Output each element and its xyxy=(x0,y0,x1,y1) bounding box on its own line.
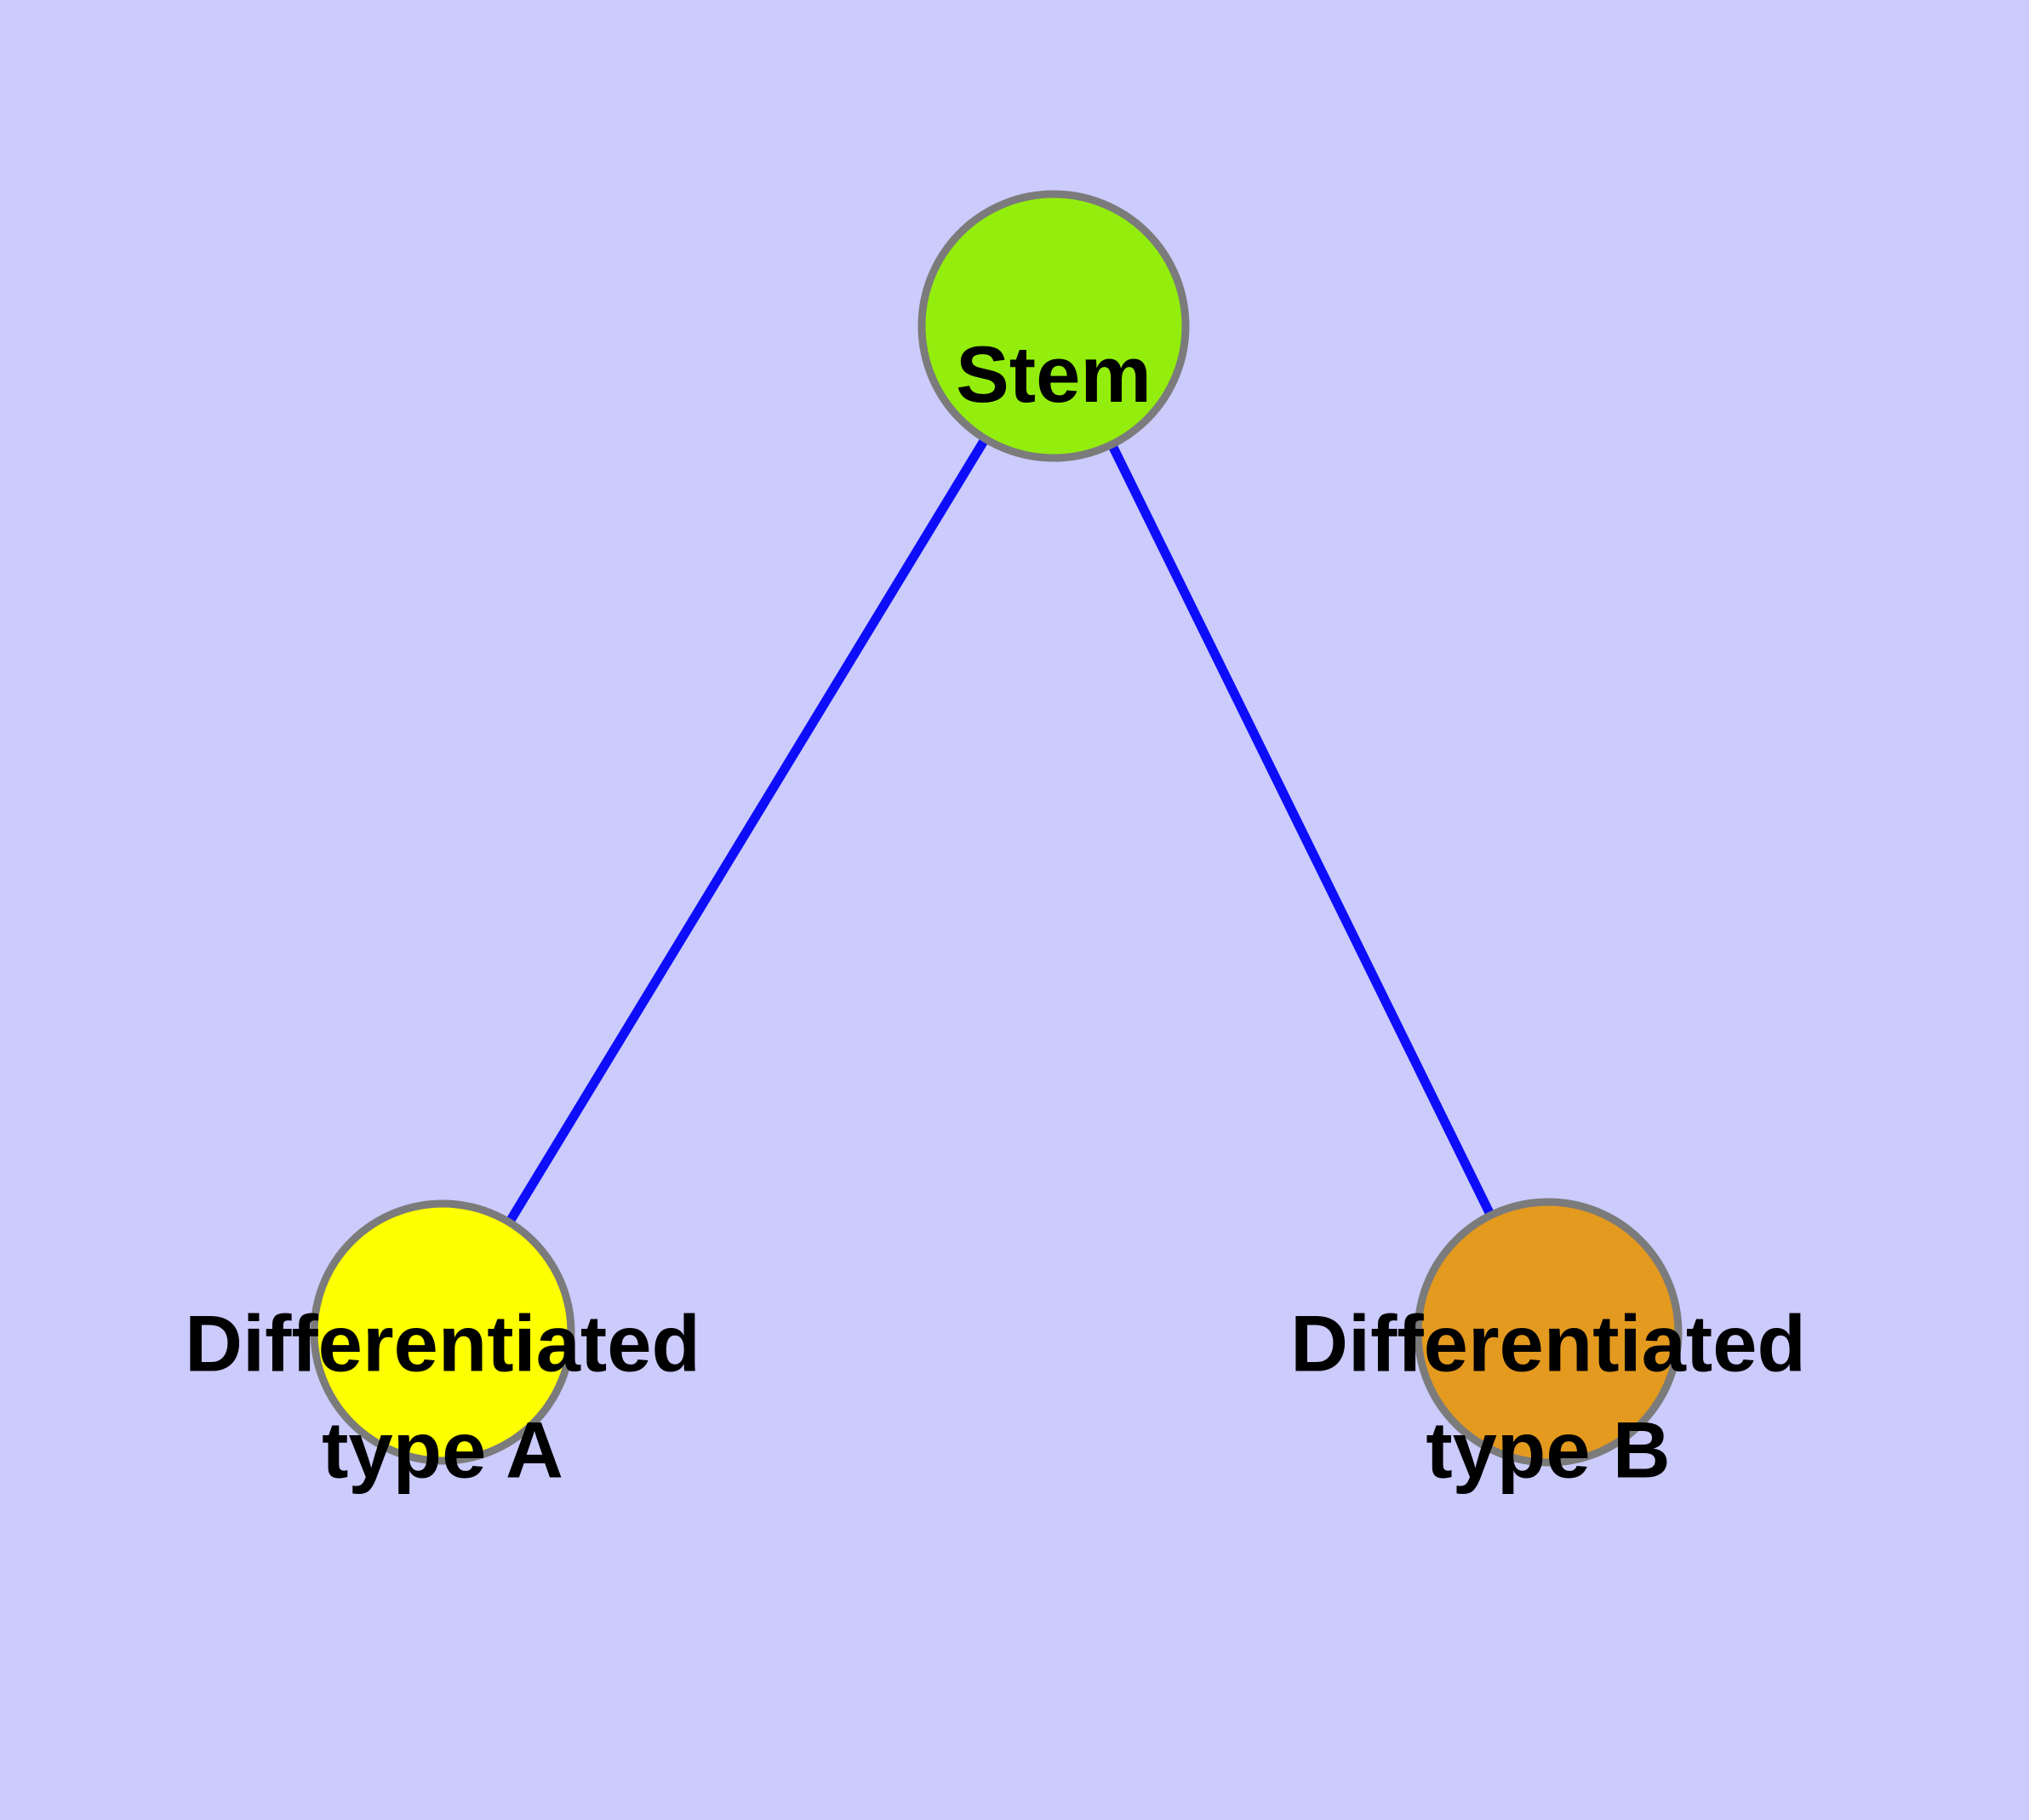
edge-stem-to-type-b xyxy=(1049,323,1552,1335)
node-differentiated-type-b-label: Differentiated type B xyxy=(1290,1183,1806,1502)
node-stem-circle xyxy=(917,190,1190,462)
node-differentiated-type-b-label-text: Differentiated type B xyxy=(1290,1298,1806,1495)
node-differentiated-type-a-label: Differentiated type A xyxy=(185,1183,700,1502)
edge-stem-to-type-a xyxy=(438,323,1058,1335)
node-differentiated-type-b-circle xyxy=(1414,1198,1683,1467)
node-stem-label-text: Stem xyxy=(956,329,1152,419)
node-differentiated-type-a-label-text: Differentiated type A xyxy=(185,1298,700,1495)
node-stem-label: Stem xyxy=(956,215,1152,427)
node-differentiated-type-a-circle xyxy=(310,1199,575,1465)
